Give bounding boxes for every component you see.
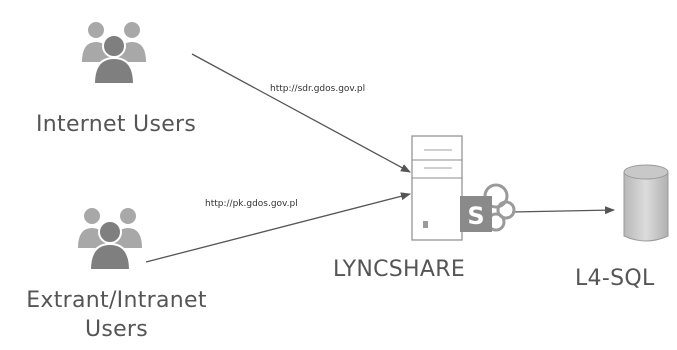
internet-connection-arrow	[191, 53, 411, 173]
extranet-users-label-line1: Extrant/Intranet	[26, 288, 207, 313]
extranet-url-label: http://pk.gdos.gov.pl	[205, 199, 298, 209]
l4sql-label: L4-SQL	[575, 266, 655, 291]
extranet-users-icon	[78, 208, 142, 271]
internet-url-label: http://sdr.gdos.gov.pl	[270, 84, 366, 94]
database-icon	[623, 164, 669, 242]
sql-connection-arrow	[511, 206, 615, 215]
sharepoint-server-icon: S	[411, 135, 516, 241]
lyncshare-label: LYNCSHARE	[333, 257, 466, 282]
extranet-connection-arrow	[145, 192, 411, 263]
extranet-users-label-line2: Users	[84, 317, 149, 342]
extranet-users-label: Extrant/Intranet Users	[4, 288, 229, 342]
internet-users-icon	[82, 22, 146, 85]
internet-users-label: Internet Users	[36, 112, 197, 137]
sharepoint-badge-letter: S	[467, 202, 484, 230]
